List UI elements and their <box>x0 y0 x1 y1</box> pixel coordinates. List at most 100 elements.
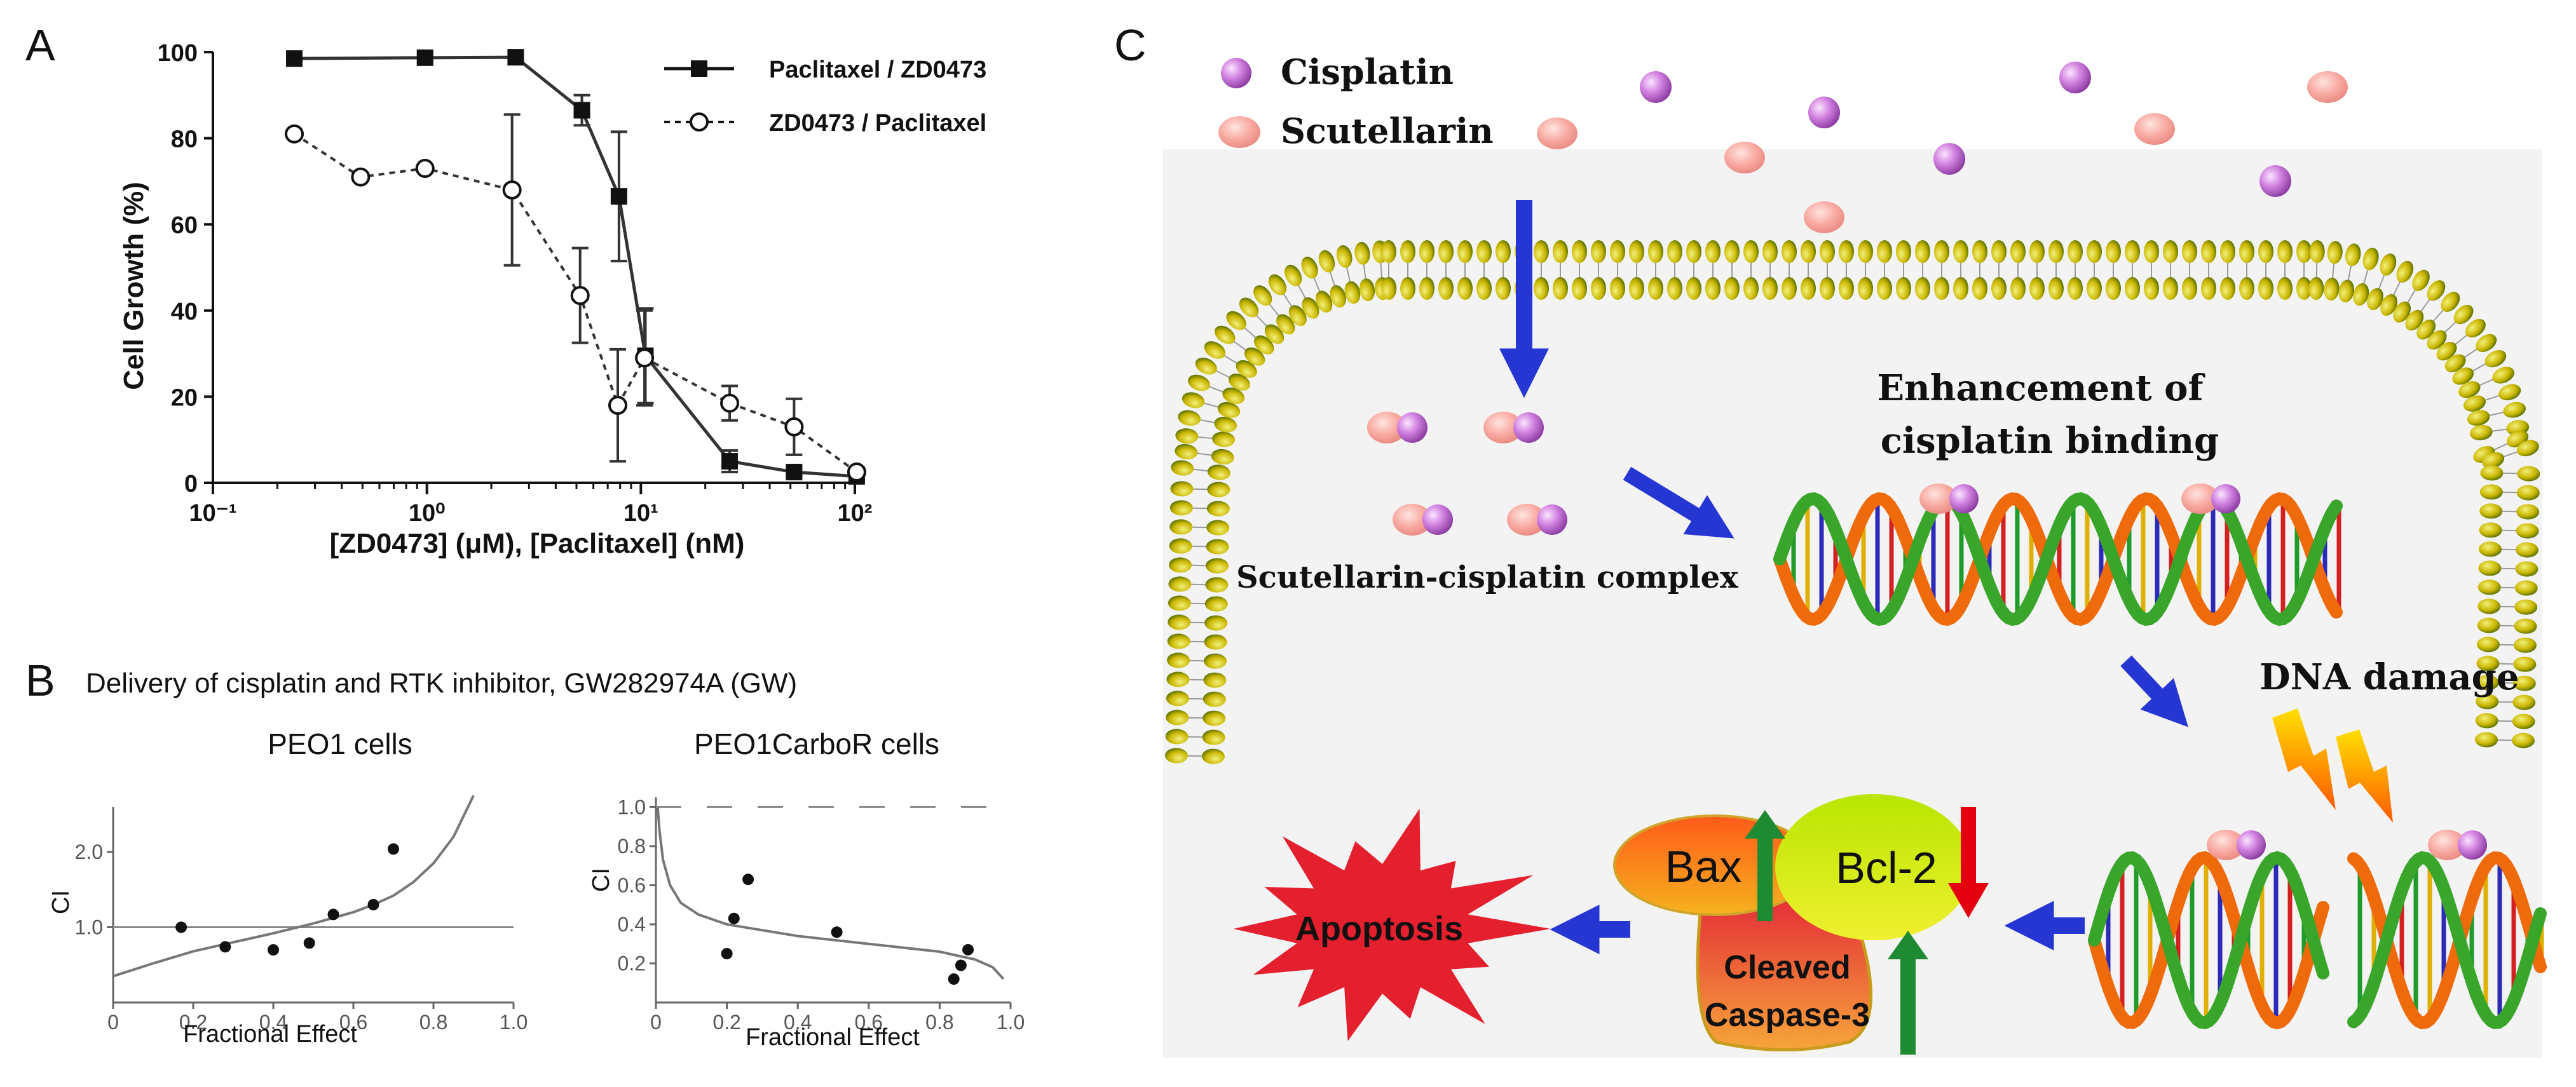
data-point-circle <box>720 393 740 413</box>
y-tick-label: 0.6 <box>618 874 646 896</box>
complex-to-dna-arrow <box>1623 466 1734 539</box>
x-tick-label: 10² <box>838 500 873 527</box>
lipid-head <box>1934 277 1949 300</box>
enhancement-label-line1: Enhancement of <box>1877 367 2205 409</box>
lipid-head <box>1316 290 1333 313</box>
bcl2-protein <box>1775 794 1972 940</box>
lipid-head <box>1610 277 1625 300</box>
lipid-head <box>2182 240 2197 263</box>
lipid-head <box>2477 637 2500 652</box>
lipid-head <box>1648 277 1663 300</box>
lipid-head <box>1264 324 1285 344</box>
y-tick-label: 100 <box>158 40 198 67</box>
lipid-head <box>2512 694 2536 710</box>
scutellarin-cisplatin-complexes <box>1367 412 1567 536</box>
lipid-head <box>1629 277 1644 300</box>
x-tick-label: 0.8 <box>419 1011 447 1034</box>
lipid-head <box>1896 240 1911 263</box>
panel-b2-title: PEO1CarboR cells <box>694 727 939 760</box>
cisplatin-molecule <box>2059 62 2091 93</box>
lipid-head <box>2144 240 2159 263</box>
lipid-head <box>2512 675 2536 691</box>
lipid-head <box>1457 277 1473 300</box>
lipid-head <box>2405 309 2424 331</box>
lipid-head <box>1165 729 1189 745</box>
scutellarin-legend-label: Scutellarin <box>1281 111 1494 151</box>
lipid-head <box>1288 305 1307 327</box>
lipid-head <box>2498 384 2521 401</box>
lipid-head <box>1380 240 1396 264</box>
cisplatin-molecule <box>1933 143 1965 175</box>
lipid-head <box>2412 269 2430 292</box>
lipid-head <box>1438 240 1454 263</box>
lipid-head <box>2492 367 2514 384</box>
lipid-head <box>2010 277 2026 300</box>
lipid-head <box>1253 285 1272 306</box>
lipid-head <box>2010 240 2026 263</box>
data-point <box>742 874 754 886</box>
legend-marker-circle <box>690 112 709 132</box>
lipid-head <box>1169 557 1192 573</box>
panel-letter-b: B <box>25 656 55 705</box>
lipid-head <box>1254 335 1274 354</box>
lipid-head <box>1188 374 1210 391</box>
lipid-head <box>2480 465 2504 481</box>
data-point <box>948 973 960 985</box>
data-point-circle <box>285 124 304 144</box>
dna-damage-label: DNA damage <box>2259 656 2519 698</box>
lipid-head <box>1169 500 1193 516</box>
lipid-head <box>1991 277 2007 300</box>
lipid-head <box>1182 392 1205 408</box>
lipid-head <box>1302 297 1319 319</box>
data-point-circle <box>784 417 804 436</box>
lipid-head <box>1203 710 1226 726</box>
lipid-head <box>2476 675 2499 691</box>
lipid-head <box>2068 240 2083 263</box>
fit-curve <box>656 807 1005 980</box>
lipid-head <box>2516 504 2540 520</box>
lipid-head <box>1724 240 1740 263</box>
lipid-head <box>2309 240 2325 264</box>
lipid-head <box>1168 576 1192 592</box>
caspase-up-arrow-icon <box>1888 931 1928 1055</box>
panel-b-heading: Delivery of cisplatin and RTK inhibitor,… <box>86 668 797 699</box>
data-point-circle <box>351 167 371 187</box>
lipid-head <box>1705 240 1721 263</box>
data-point <box>268 944 279 956</box>
lipid-head <box>2048 240 2064 263</box>
panel-a-x-axis-title: [ZD0473] (μM), [Paclitaxel] (nM) <box>330 528 745 559</box>
lipid-head <box>1169 519 1193 535</box>
lipid-head <box>1169 538 1192 554</box>
lipid-head <box>2427 280 2446 301</box>
lipid-head <box>1203 672 1227 688</box>
panel-a-y-axis-title: Cell Growth (%) <box>118 182 149 390</box>
lipid-head <box>2416 320 2436 340</box>
scutellarin-molecule <box>2307 71 2348 103</box>
y-tick-label: 0.2 <box>618 952 646 975</box>
data-point-square <box>610 188 627 205</box>
x-tick-label: 0.6 <box>339 1011 367 1034</box>
lipid-head <box>2469 424 2493 441</box>
data-point <box>388 843 399 855</box>
data-point <box>955 959 967 971</box>
lipid-head <box>1214 417 1237 433</box>
x-tick-label: 0.2 <box>712 1011 740 1034</box>
lipid-head <box>2182 277 2197 300</box>
lipid-head <box>1877 277 1892 300</box>
data-point <box>219 941 231 953</box>
panel-b2-x-axis-title: Fractional Effect <box>746 1024 920 1051</box>
data-point-circle <box>847 462 866 482</box>
panel-letter-a: A <box>25 20 55 70</box>
lipid-head <box>2277 240 2293 263</box>
lipid-head <box>1572 240 1587 263</box>
x-tick-label: 0.2 <box>179 1011 207 1034</box>
data-point <box>728 912 740 924</box>
lipid-head <box>1419 277 1435 300</box>
y-tick-label: 60 <box>171 212 198 239</box>
lipid-head <box>1934 240 1949 263</box>
data-point-square <box>573 102 590 119</box>
lipid-head <box>2516 485 2540 501</box>
series-2-line <box>293 133 858 473</box>
legend-marker-square <box>691 60 707 77</box>
